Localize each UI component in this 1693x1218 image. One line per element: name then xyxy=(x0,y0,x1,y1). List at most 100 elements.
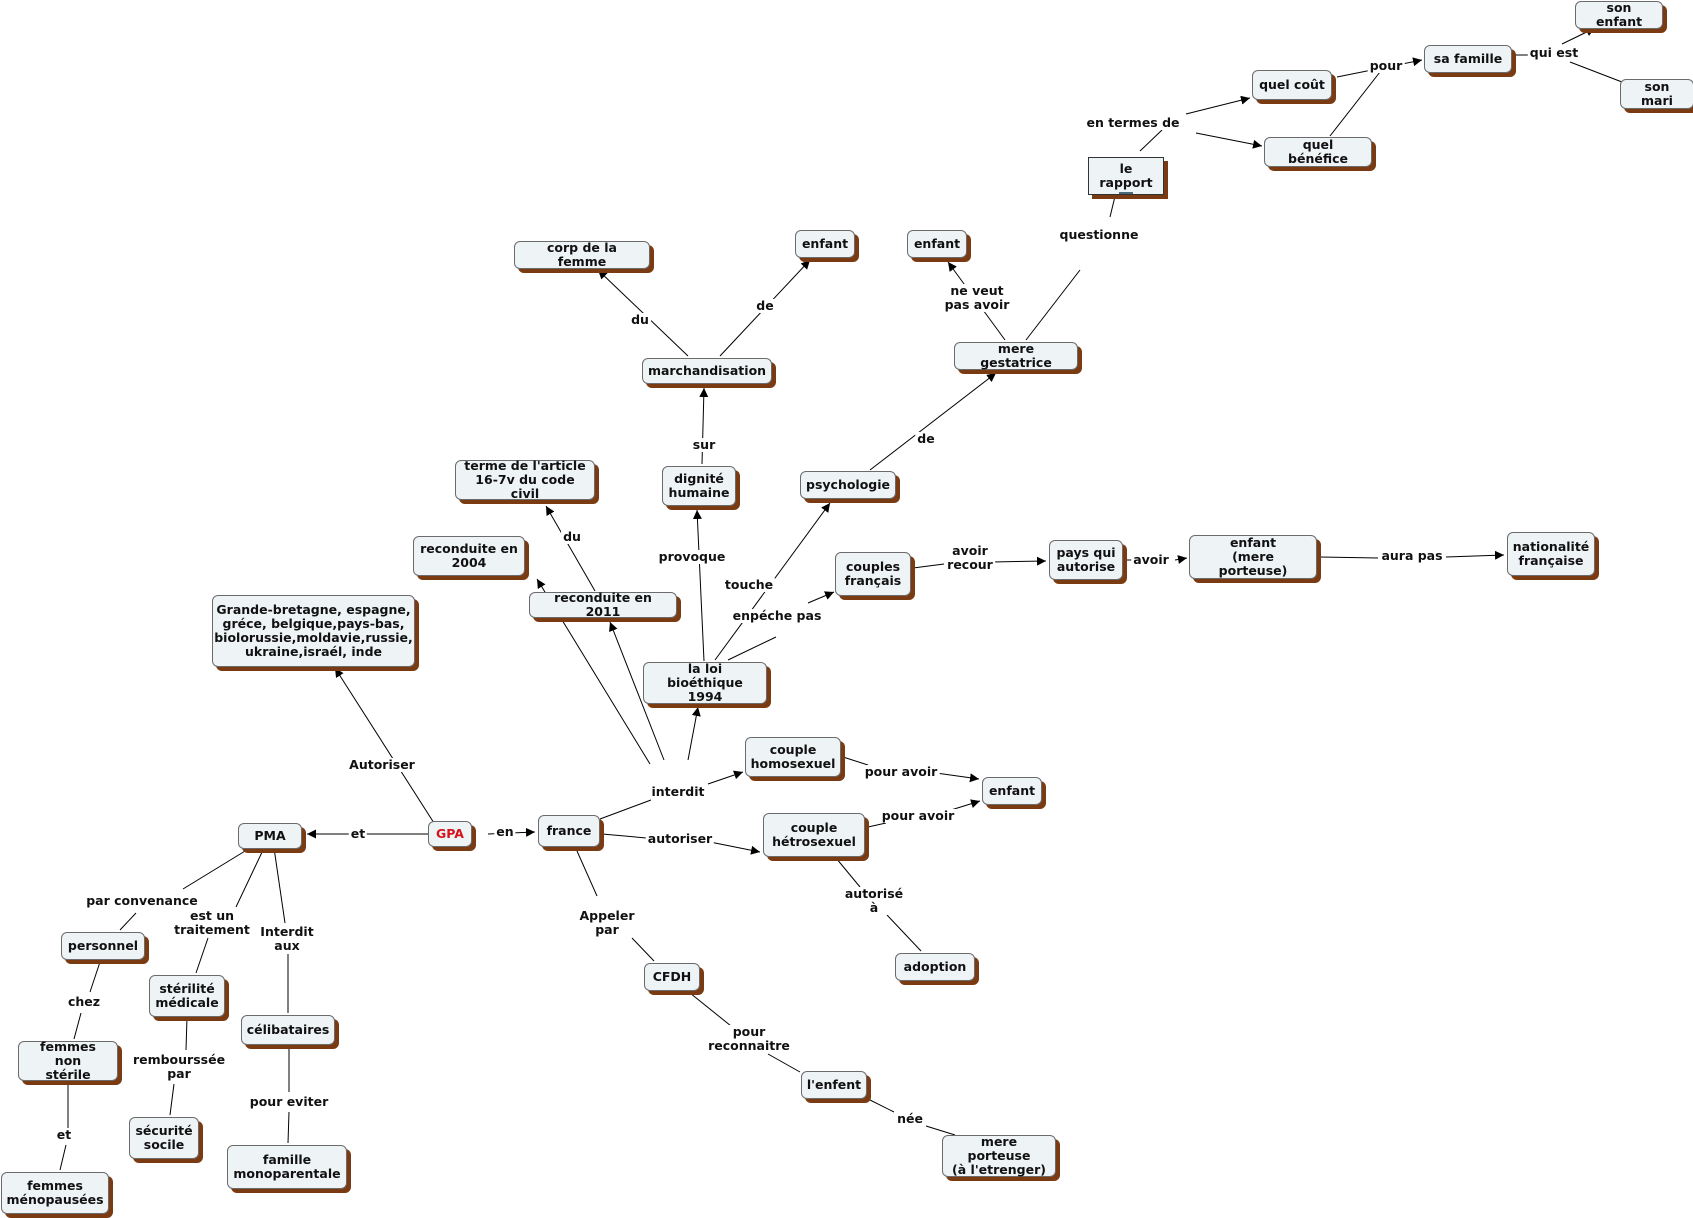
connection-line xyxy=(1319,556,1379,559)
node-securite[interactable]: sécurité socile xyxy=(129,1117,199,1159)
connection-line xyxy=(807,591,835,604)
node-celibataires[interactable]: célibataires xyxy=(241,1015,335,1045)
node-reconduite-2004[interactable]: reconduite en 2004 xyxy=(413,536,525,576)
node-l-enfent[interactable]: l'enfent xyxy=(801,1071,867,1099)
node-quel-cout[interactable]: quel coût xyxy=(1252,70,1332,100)
connection-line xyxy=(545,505,596,592)
node-corp-femme[interactable]: corp de la femme xyxy=(514,241,650,269)
link-remboursee-par: rembourssée par xyxy=(130,1052,228,1081)
link-ne-veut: ne veut pas avoir xyxy=(942,283,1012,312)
node-le-rapport-label: le rapport xyxy=(1099,161,1153,190)
connection-line xyxy=(869,372,997,471)
connection-line xyxy=(1329,71,1381,137)
node-couples-francais[interactable]: couples français xyxy=(835,552,911,596)
link-aura-pas: aura pas xyxy=(1379,548,1445,563)
connection-line xyxy=(609,621,665,761)
link-avoir-recour: avoir recour xyxy=(945,543,995,572)
link-de-mere: de xyxy=(915,431,937,446)
node-mere-porteuse-etranger[interactable]: mere porteuse (à l'etrenger) xyxy=(942,1135,1056,1177)
node-enfant-2[interactable]: enfant xyxy=(907,230,967,258)
connection-line xyxy=(1445,550,1505,560)
node-son-mari[interactable]: son mari xyxy=(1620,79,1693,109)
node-marchandisation[interactable]: marchandisation xyxy=(642,358,772,384)
node-pays-autorisants[interactable]: Grande-bretagne, espagne, gréce, belgiqu… xyxy=(212,595,415,667)
node-dignite[interactable]: dignité humaine xyxy=(662,466,736,506)
connection-line xyxy=(89,961,101,993)
link-avoir: avoir xyxy=(1131,552,1171,567)
link-interdit-aux: Interdit aux xyxy=(258,924,316,953)
connection-line xyxy=(912,563,945,569)
node-terme-article[interactable]: terme de l'article 16-7v du code civil xyxy=(455,459,595,501)
link-chez: chez xyxy=(65,994,103,1009)
image-icon[interactable] xyxy=(1119,192,1133,194)
node-psychologie[interactable]: psychologie xyxy=(800,471,896,499)
connection-line xyxy=(195,937,209,974)
connection-line xyxy=(287,1111,290,1144)
node-nationalite[interactable]: nationalité française xyxy=(1507,532,1595,576)
link-en-termes-de: en termes de xyxy=(1084,115,1182,130)
link-sur: sur xyxy=(690,437,718,452)
link-touche: touche xyxy=(722,577,776,592)
link-pour-avoir-1: pour avoir xyxy=(862,764,940,779)
node-adoption[interactable]: adoption xyxy=(895,953,975,981)
connection-line xyxy=(842,756,869,766)
connection-line xyxy=(727,636,777,661)
node-pays-qui-autorise[interactable]: pays qui autorise xyxy=(1049,540,1123,580)
connection-line xyxy=(886,914,922,952)
node-quel-benefice[interactable]: quel bénéfice xyxy=(1264,137,1372,167)
link-et-pma: et xyxy=(348,826,368,841)
node-sterilite[interactable]: stérilité médicale xyxy=(149,975,225,1017)
link-autoriser: Autoriser xyxy=(347,757,417,772)
connection-line xyxy=(73,1012,82,1040)
connection-line xyxy=(185,1016,188,1051)
connection-line xyxy=(867,822,887,828)
link-provoque: provoque xyxy=(656,549,728,564)
node-sa-famille[interactable]: sa famille xyxy=(1424,45,1512,73)
node-reconduite-2011[interactable]: reconduite en 2011 xyxy=(529,591,677,619)
node-le-rapport[interactable]: le rapport xyxy=(1088,157,1164,195)
link-pour-reconnaitre: pour reconnaitre xyxy=(706,1024,792,1053)
node-cfdh[interactable]: CFDH xyxy=(644,963,700,991)
link-autoriser-fr: autoriser xyxy=(645,831,715,846)
node-loi-bioethique[interactable]: la loi bioéthique 1994 xyxy=(643,662,767,704)
connection-line xyxy=(1139,129,1163,152)
node-enfant-mere-porteuse[interactable]: enfant (mere porteuse) xyxy=(1189,535,1317,579)
connection-line xyxy=(689,992,732,1027)
node-famille-mono[interactable]: famille monoparentale xyxy=(227,1145,347,1189)
node-gpa[interactable]: GPA xyxy=(428,821,472,847)
node-pma[interactable]: PMA xyxy=(238,823,302,849)
link-appeler-par: Appeler par xyxy=(577,908,637,937)
link-pour-avoir-2: pour avoir xyxy=(879,808,957,823)
link-par-convenance: par convenance xyxy=(84,893,200,908)
node-enfant-1[interactable]: enfant xyxy=(795,230,855,258)
connection-line xyxy=(687,706,701,761)
link-et-femmes: et xyxy=(54,1127,74,1142)
node-couple-hetero[interactable]: couple hétrosexuel xyxy=(763,813,865,857)
node-femmes-menopausees[interactable]: femmes ménopausées xyxy=(1,1172,109,1214)
connection-line xyxy=(935,772,980,783)
connection-line xyxy=(991,556,1047,566)
connection-line xyxy=(235,847,265,908)
node-son-enfant[interactable]: son enfant xyxy=(1575,1,1663,29)
connection-line xyxy=(835,857,861,888)
link-de-enfant: de xyxy=(754,298,776,313)
node-mere-gestatrice[interactable]: mere gestatrice xyxy=(954,342,1078,370)
connection-line xyxy=(692,509,705,662)
connection-line xyxy=(1025,269,1081,341)
node-femmes-non-sterile[interactable]: femmes non stérile xyxy=(18,1040,118,1082)
node-couple-homo[interactable]: couple homosexuel xyxy=(745,737,841,777)
connection-line xyxy=(1569,61,1623,83)
node-enfant-3[interactable]: enfant xyxy=(982,777,1042,805)
connection-line xyxy=(119,912,137,931)
link-du-corp: du xyxy=(629,312,651,327)
link-en: en xyxy=(494,824,516,839)
link-questionne: questionne xyxy=(1057,227,1141,242)
connection-line xyxy=(767,1053,801,1073)
link-est-un-traitement: est un traitement xyxy=(172,908,252,937)
connection-line xyxy=(576,850,598,897)
node-france[interactable]: france xyxy=(538,815,600,847)
link-qui-est: qui est xyxy=(1527,45,1581,60)
connection-line xyxy=(59,1144,67,1171)
node-personnel[interactable]: personnel xyxy=(61,932,145,960)
